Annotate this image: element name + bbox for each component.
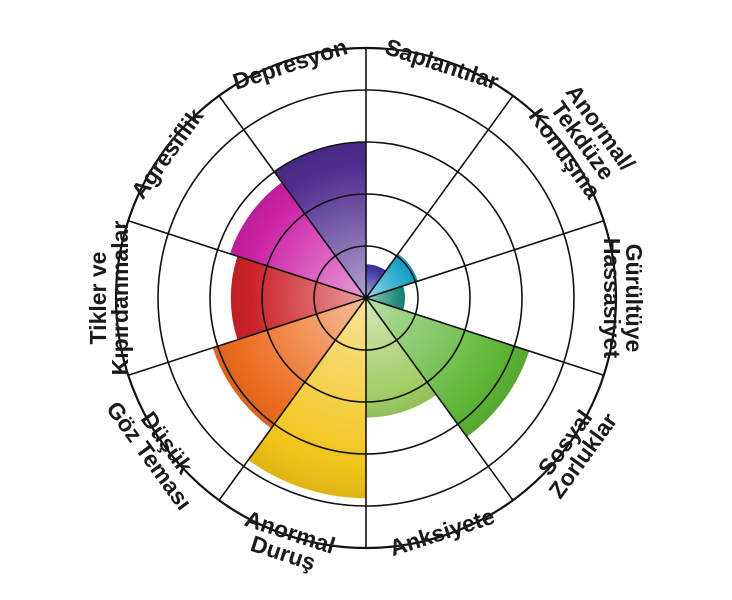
spoke-4 <box>365 297 605 377</box>
label-line: Tikler ve <box>85 252 111 345</box>
label-depresyon: Depresyon <box>229 33 350 94</box>
label-line: Agresiflik <box>126 103 209 203</box>
label-agresiflik: Agresiflik <box>126 103 209 203</box>
wedge-g-r-lt-ye-hassasiyet <box>366 285 406 311</box>
wedge-saplant-lar <box>366 264 386 298</box>
wedge-agresiflik <box>229 182 366 298</box>
wedge-depresyon <box>274 142 366 298</box>
label-line: Hassasiyet <box>599 238 625 359</box>
label-saplant-lar: Saplantılar <box>382 33 502 94</box>
label-d-k-g-z-temas-: DüşükGöz Teması <box>101 383 215 514</box>
label-line: Saplantılar <box>382 33 502 94</box>
label-anormal-tekd-ze-konu-ma: Anormal/TekdüzeKonuşma <box>524 78 642 204</box>
spoke-10 <box>218 95 367 299</box>
label-line: Kıpırdanmalar <box>107 221 133 376</box>
wedge-anormal-tekd-ze-konu-ma <box>366 253 418 298</box>
label-g-r-lt-ye-hassasiyet: GürültüyeHassasiyet <box>599 238 647 359</box>
label-anksiyete: Anksiyete <box>386 503 497 561</box>
wedge-sosyal-zorluklar <box>366 298 530 437</box>
spoke-7 <box>218 297 367 501</box>
spoke-8 <box>127 297 367 377</box>
spoke-5 <box>365 297 514 501</box>
label-tikler-ve-k-p-rdanmalar: Tikler veKıpırdanmalar <box>85 221 133 376</box>
label-line: Gürültüye <box>621 244 647 353</box>
label-line: Depresyon <box>229 33 350 94</box>
label-line: Anksiyete <box>386 503 497 561</box>
spoke-3 <box>365 219 605 299</box>
grid-group <box>114 46 618 550</box>
spoke-2 <box>365 95 514 299</box>
spoke-9 <box>127 219 367 299</box>
label-anormal-duru-: AnormalDuruş <box>235 505 339 579</box>
wedge-d-k-g-z-temas- <box>212 298 366 429</box>
wedge-anormal-duru- <box>248 298 366 499</box>
